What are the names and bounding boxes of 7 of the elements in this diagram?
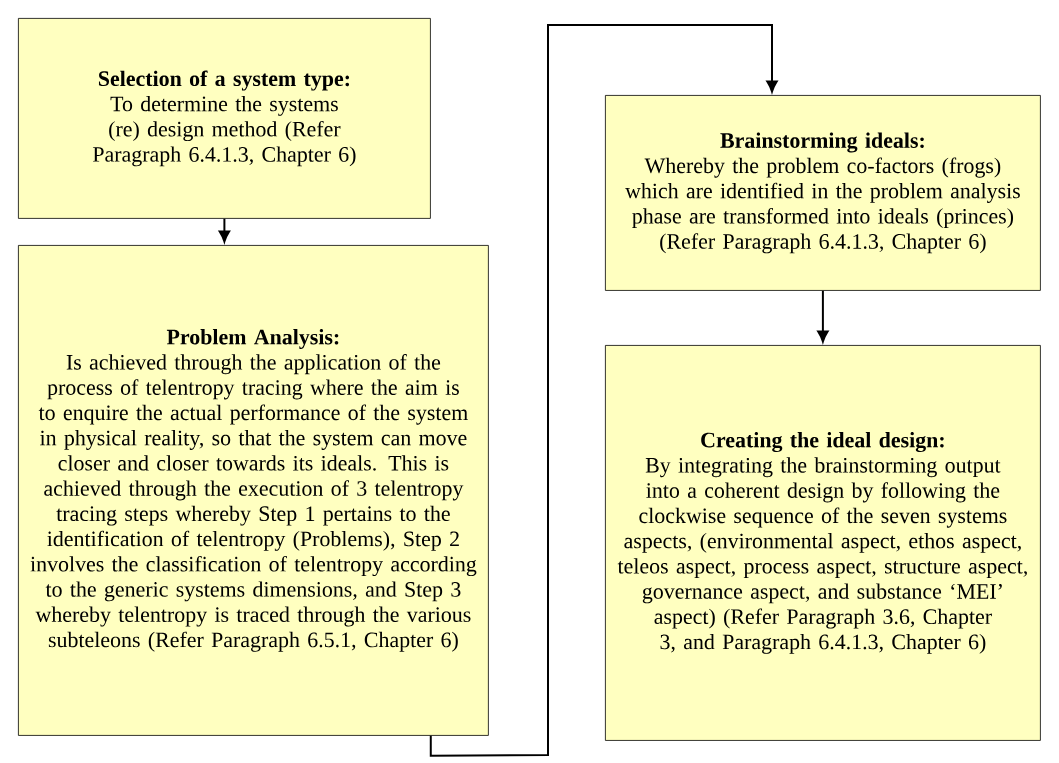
process-box: Brainstorming ideals: Whereby the problem co-factors (frogs) which are identified in the problem analysis phase are transformed into ideals (princes) (Refer Paragraph 6.4.1.3, Chapter 6) [605,95,1041,291]
process-box: Problem Analysis: Is achieved through the application of the process of telentropy tracing where the aim is to enquire the actual performance of the system in physical reality, so that the system can move closer and closer towards its ideals. This is achieved through the execution of 3 telentropy tracing steps whereby Step 1 pertains to the identification of telentropy (Problems), Step 2 involves the classification of telentropy according to the generic systems dimensions, and Step 3 whereby telentropy is traced through the various subteleons (Refer Paragraph 6.5.1, Chapter 6) [18,245,489,736]
arrow [218,217,231,243]
arrow [817,289,829,343]
arrow [429,24,778,757]
process-box: Creating the ideal design: By integrating the brainstorming output into a coherent design by following the clockwise sequence of the seven systems aspects, (environmental aspect, ethos aspect, teleos aspect, process aspect, structure aspect, governance aspect, and substance ‘MEI’ aspect) (Refer Paragraph 3.6, Chapter 3, and Paragraph 6.4.1.3, Chapter 6) [605,345,1041,741]
process-box: Selection of a system type: To determine the systems (re) design method (Refer Paragraph 6.4.1.3, Chapter 6) [18,18,431,219]
